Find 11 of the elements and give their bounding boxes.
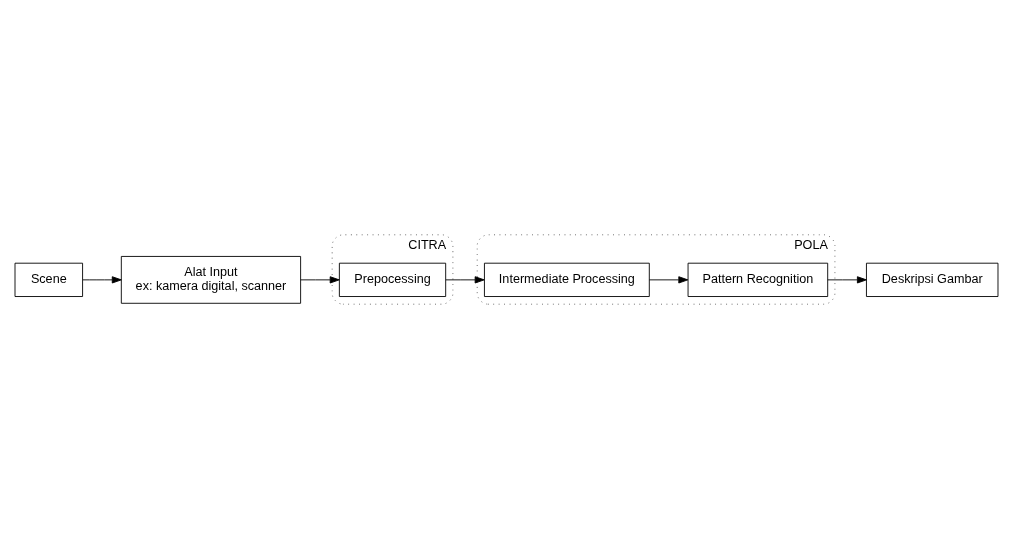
arrow (827, 275, 867, 283)
node-box: Intermediate Processing (484, 262, 650, 297)
node-box: Pattern Recognition (687, 262, 829, 297)
arrow (300, 275, 340, 283)
arrow (648, 275, 689, 283)
arrow (445, 275, 485, 283)
node-box: Prepocessing (338, 262, 447, 297)
node-box: Alat Input ex: kamera digital, scanner (120, 255, 302, 304)
arrow (82, 275, 122, 283)
node-box: Deskripsi Gambar (866, 262, 999, 297)
node-box: Scene (14, 262, 84, 297)
